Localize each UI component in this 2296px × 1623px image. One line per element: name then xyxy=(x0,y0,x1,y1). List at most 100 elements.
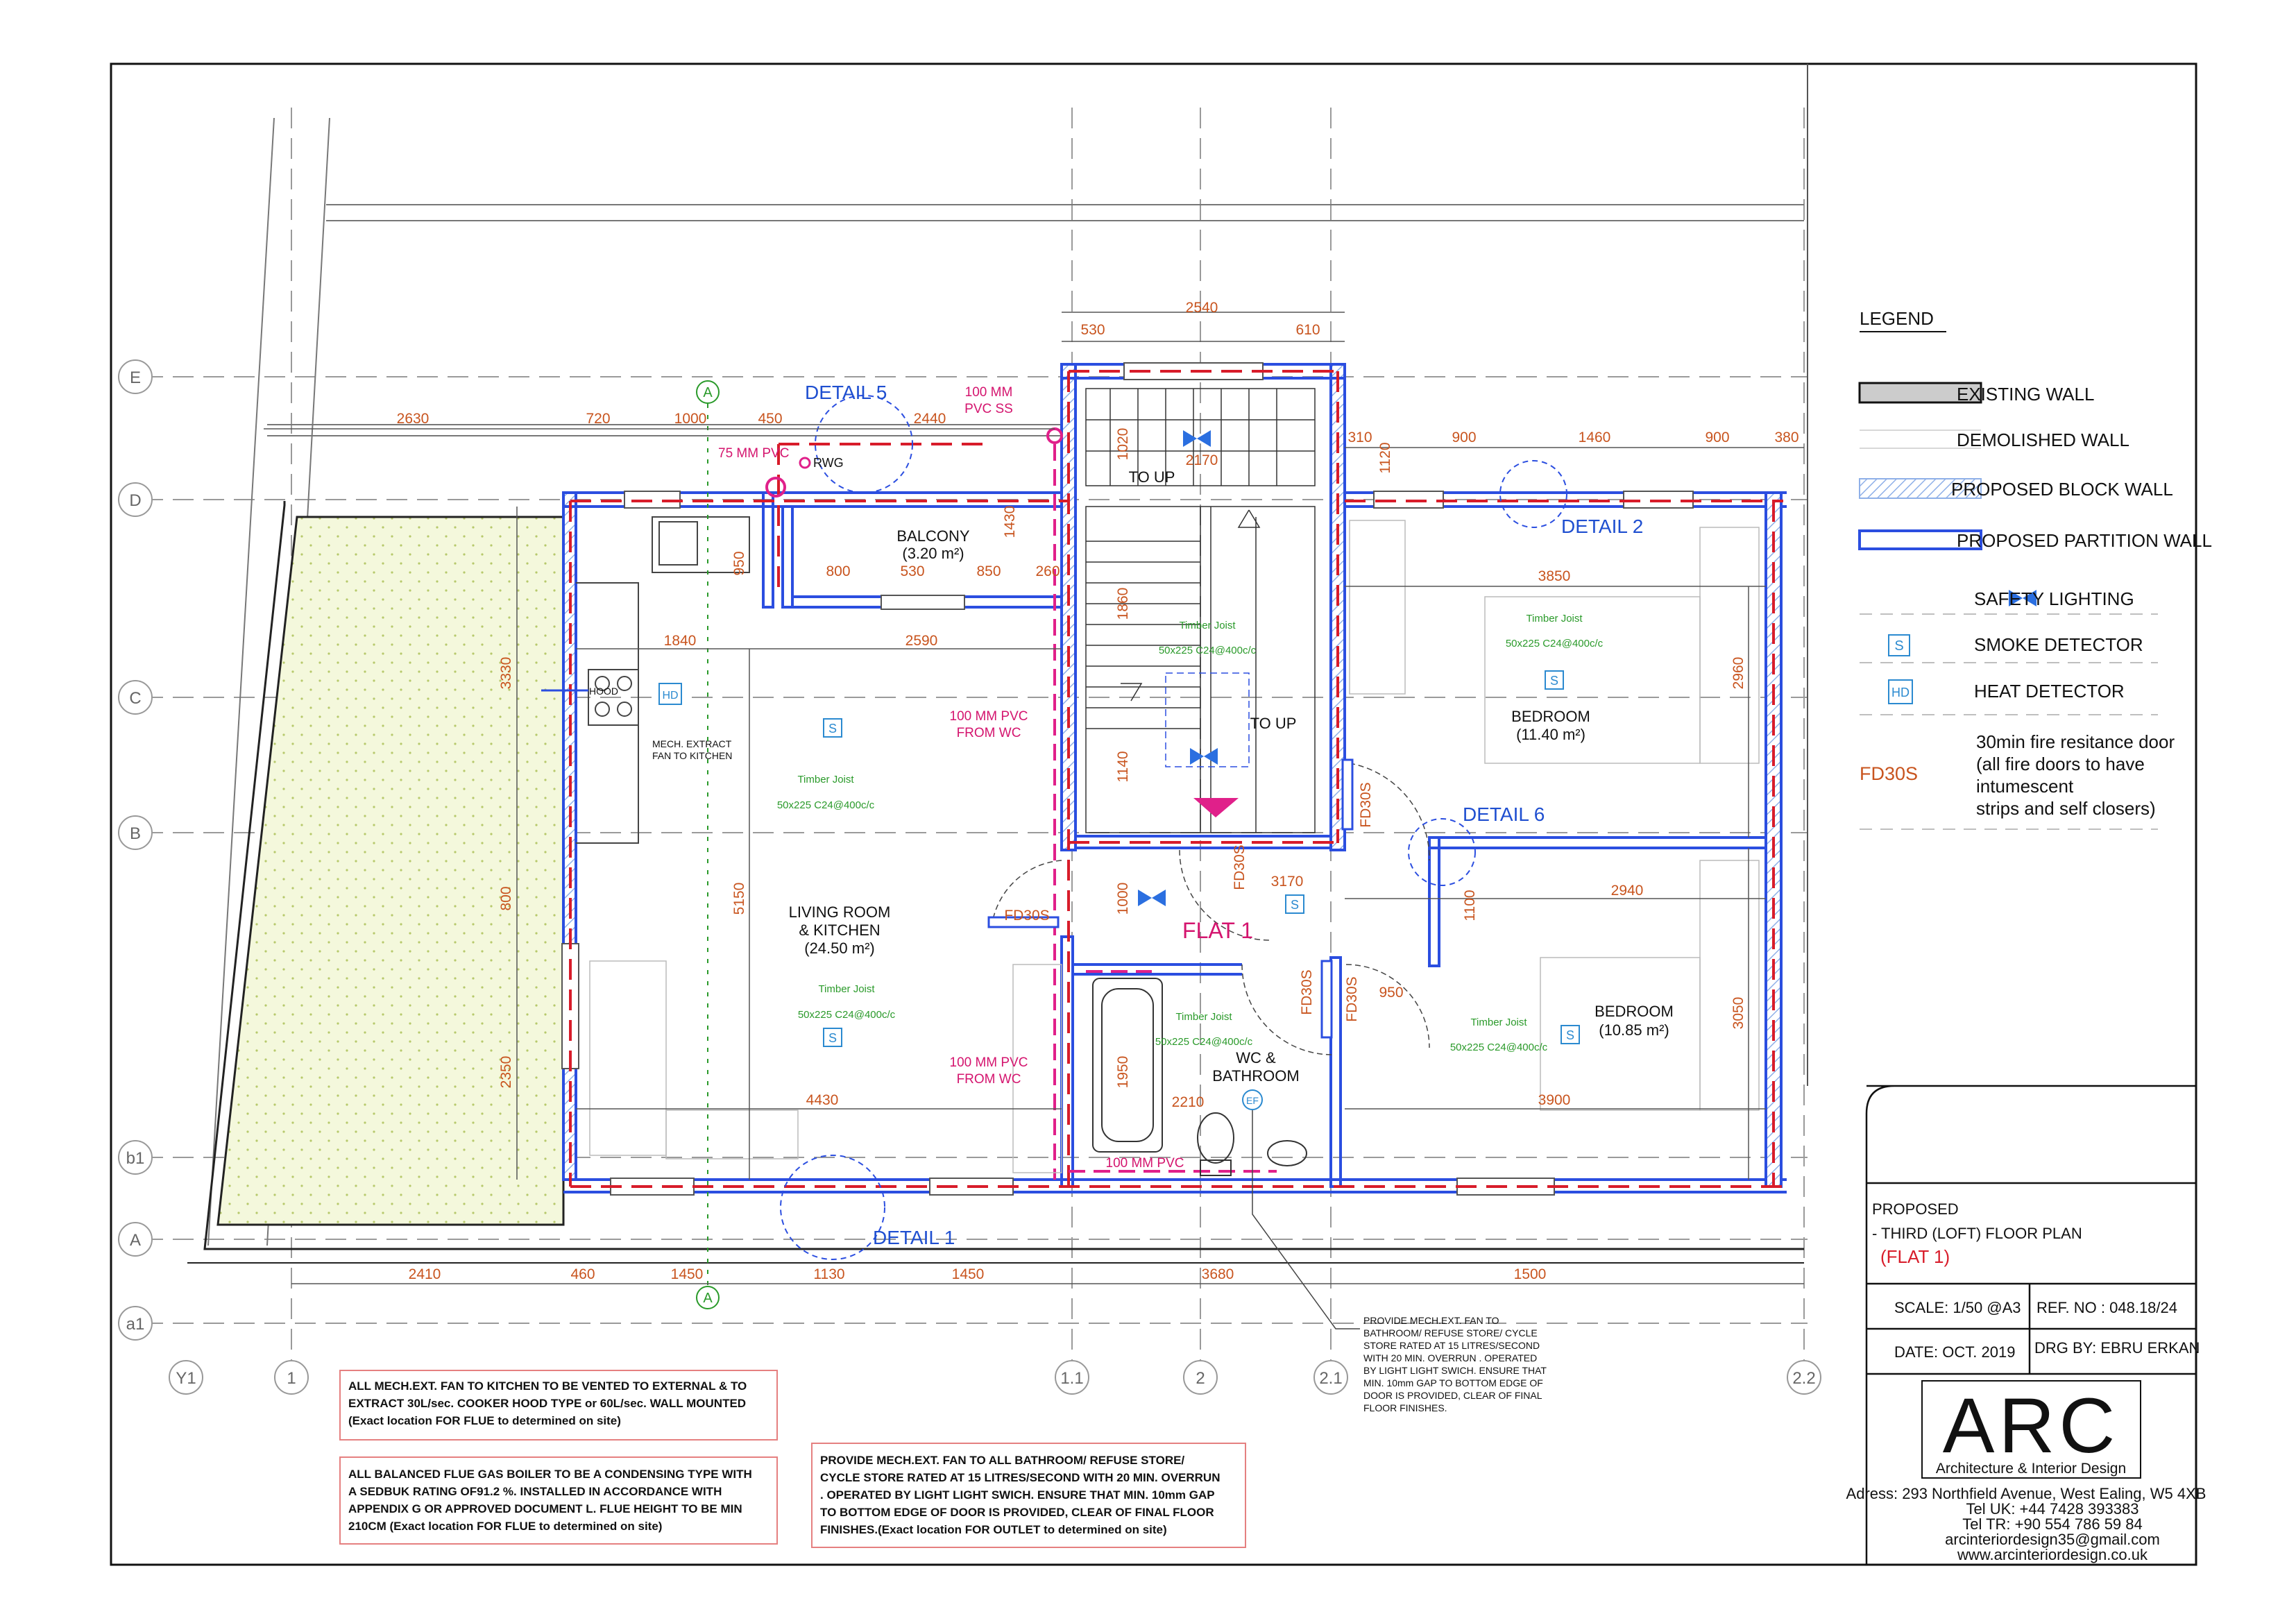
note-line: FINISHES.(Exact location FOR OUTLET to d… xyxy=(820,1523,1167,1536)
note-box-boiler xyxy=(339,1456,778,1545)
legend-item: intumescent xyxy=(1976,776,2074,797)
dimension-text: 2440 xyxy=(914,411,946,427)
company-tagline: Architecture & Interior Design xyxy=(1936,1461,2126,1477)
dimension-text: 260 xyxy=(1035,563,1060,579)
fire-door-label: FD30S xyxy=(1299,969,1315,1014)
dimension-text: 610 xyxy=(1295,322,1320,338)
mech-extract-label: MECH. EXTRACT xyxy=(652,738,732,749)
pvc-label: 100 MM PVC xyxy=(950,709,1028,724)
dimension-text: 2630 xyxy=(397,411,430,427)
grid-label-col: 1.1 xyxy=(1060,1369,1083,1388)
company-address: Adress: 293 Northfield Avenue, West Eali… xyxy=(1846,1485,2206,1502)
grid-label-row: D xyxy=(129,491,141,510)
legend-item: SMOKE DETECTOR xyxy=(1974,634,2143,655)
note-line: CYCLE STORE RATED AT 15 LITRES/SECOND WI… xyxy=(820,1471,1220,1484)
dimension-text: 3850 xyxy=(1538,568,1571,584)
pvc-label: 100 MM xyxy=(965,385,1013,400)
dimension-text: 2940 xyxy=(1611,883,1644,899)
flat-label: FLAT 1 xyxy=(1182,918,1253,943)
grid-label-row: a1 xyxy=(126,1315,145,1334)
dimension-text: 950 xyxy=(1379,985,1403,1001)
safety-lighting-icon xyxy=(1138,430,1218,906)
svg-text:WITH 20 MIN. OVERRUN . OPERATE: WITH 20 MIN. OVERRUN . OPERATED xyxy=(1363,1352,1537,1363)
room-area: (24.50 m²) xyxy=(804,940,874,957)
svg-text:BATHROOM/ REFUSE STORE/ CYCLE: BATHROOM/ REFUSE STORE/ CYCLE xyxy=(1363,1327,1538,1339)
company-phone: Tel UK: +44 7428 393383 xyxy=(1966,1500,2139,1518)
grid-label-col: 2 xyxy=(1196,1369,1205,1388)
room-name: BEDROOM xyxy=(1511,708,1590,725)
drawing-title: - THIRD (LOFT) FLOOR PLAN xyxy=(1872,1225,2082,1242)
terrace-edge xyxy=(203,501,1804,1250)
joist-spec: 50x225 C24@400c/c xyxy=(1155,1036,1253,1048)
grid-label-row: B xyxy=(130,824,141,843)
legend-item: PROPOSED BLOCK WALL xyxy=(1951,479,2173,500)
dimension-text: 2590 xyxy=(905,633,938,649)
dimension-text: 1120 xyxy=(1377,442,1393,473)
smoke-detector-label: S xyxy=(828,1031,837,1045)
scale-text: SCALE: 1/50 @A3 xyxy=(1894,1299,2021,1316)
dimension-text: 900 xyxy=(1705,430,1729,445)
room-area: (10.85 m²) xyxy=(1599,1021,1669,1039)
joist-label: Timber Joist xyxy=(1470,1017,1527,1028)
extract-fan-icon xyxy=(1242,1089,1263,1110)
grid-label-row: A xyxy=(130,1231,141,1250)
detail-label: DETAIL 6 xyxy=(1463,804,1545,825)
company-email: arcinteriordesign35@gmail.com xyxy=(1945,1531,2160,1548)
dimension-text: 450 xyxy=(758,411,782,427)
legend-swatches xyxy=(1858,382,2036,704)
callout-leader xyxy=(1252,1110,1360,1329)
legend-item: SAFETY LIGHTING xyxy=(1974,588,2134,609)
dimension-text: 1100 xyxy=(1462,890,1478,921)
room-name: WC & xyxy=(1236,1049,1276,1067)
dimension-text: 530 xyxy=(900,563,924,579)
roof-terrace xyxy=(216,516,565,1226)
drawn-by-text: DRG BY: EBRU ERKAN xyxy=(2034,1339,2200,1357)
hood-label: HOOD xyxy=(589,686,618,697)
stair-arrow-icon xyxy=(1193,798,1239,817)
legend-item: PROPOSED PARTITION WALL xyxy=(1957,530,2212,551)
pvc-label: 100 MM PVC xyxy=(950,1055,1028,1070)
note-line: EXTRACT 30L/sec. COOKER HOOD TYPE or 60L… xyxy=(348,1397,746,1410)
heat-detector-icon xyxy=(658,683,682,705)
dimension-lines xyxy=(264,312,1804,1284)
fire-door-label: FD30S xyxy=(1232,844,1248,890)
dimension-text: 3680 xyxy=(1202,1266,1234,1282)
section-label: A xyxy=(703,1291,713,1306)
dimension-text: 900 xyxy=(1452,430,1476,445)
company-logo: ARC xyxy=(1943,1382,2119,1469)
detail-label: DETAIL 1 xyxy=(873,1227,955,1248)
note-line: ALL MECH.EXT. FAN TO KITCHEN TO BE VENTE… xyxy=(348,1379,747,1393)
svg-text:STORE RATED AT 15 LITRES/SECO: STORE RATED AT 15 LITRES/SECOND xyxy=(1363,1340,1540,1351)
drawing-title: PROPOSED xyxy=(1872,1200,1959,1218)
dimension-text: 2170 xyxy=(1186,452,1218,468)
smoke-detector-label: S xyxy=(1566,1028,1574,1042)
dimension-text: 380 xyxy=(1774,430,1798,445)
dimension-text: 1430 xyxy=(1002,506,1018,538)
sheet-border xyxy=(110,62,2197,1566)
joist-spec: 50x225 C24@400c/c xyxy=(1506,638,1604,649)
rwg-icon xyxy=(799,457,811,469)
proposed-walls xyxy=(562,363,1787,1193)
grid-label-col: Y1 xyxy=(176,1369,196,1388)
dimension-text: 310 xyxy=(1347,430,1372,445)
note-line: . OPERATED BY LIGHT LIGHT SWICH. ENSURE … xyxy=(820,1488,1215,1502)
room-area: (3.20 m²) xyxy=(902,545,964,562)
grid-bubbles xyxy=(118,359,1821,1395)
grid-label-row: E xyxy=(130,368,141,387)
detail-label: DETAIL 5 xyxy=(805,382,887,403)
rwg-label: RWG xyxy=(813,456,844,470)
note-line: A SEDBUK RATING OF91.2 %. INSTALLED IN A… xyxy=(348,1485,722,1498)
legend-item: EXISTING WALL xyxy=(1957,384,2094,405)
svg-text:FLOOR FINISHES.: FLOOR FINISHES. xyxy=(1363,1402,1447,1413)
pvc-label: 75 MM PVC xyxy=(718,446,789,461)
fire-lines xyxy=(569,370,1783,1188)
stair-label: TO UP xyxy=(1250,715,1297,732)
dimension-text: 3050 xyxy=(1730,997,1746,1030)
legend-item: 30min fire resitance door xyxy=(1976,731,2175,752)
doors xyxy=(987,758,1354,1039)
note-line: TO BOTTOM EDGE OF DOOR IS PROVIDED, CLEA… xyxy=(820,1506,1214,1519)
dimension-text: 1950 xyxy=(1115,1056,1131,1089)
room-name: BEDROOM xyxy=(1595,1003,1674,1020)
smoke-detector-label: S xyxy=(828,722,837,736)
